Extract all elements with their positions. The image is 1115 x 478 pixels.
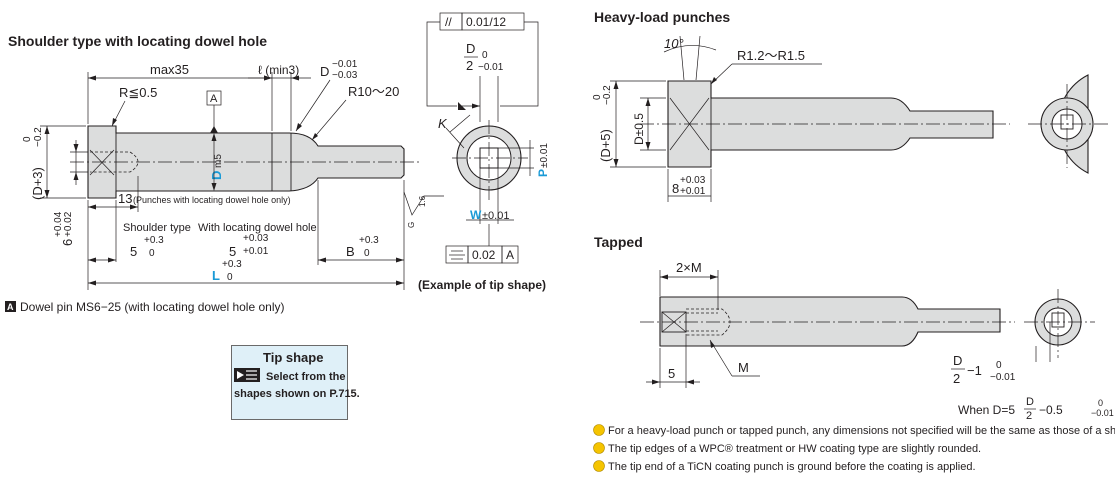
heavy-r: R1.2〜R1.5 [737, 48, 805, 63]
roughness-16: 1.6 [418, 195, 427, 207]
dim-d-main: D [320, 64, 329, 79]
tapped-title: Tapped [594, 234, 643, 250]
tip-p-tol: ±0.01 [539, 143, 550, 168]
heavy-punch-body [667, 80, 994, 168]
dim-m5: m5 [213, 154, 224, 168]
tapped-d2-num: D [953, 353, 962, 368]
notes-list: For a heavy-load punch or tapped punch, … [593, 424, 1115, 473]
tapped-minus1: −1 [967, 363, 982, 378]
heavy-angle: 10° [664, 36, 684, 51]
tapped-minus05-top: 0 [1098, 398, 1103, 408]
dim-d3-tol-top: 0 [22, 136, 33, 142]
dim-b-top: +0.3 [359, 235, 379, 246]
dim-six-bot: +0.02 [63, 211, 74, 237]
heavy-eight: 8 [672, 181, 679, 196]
dim-five-b-bot: +0.01 [243, 246, 269, 257]
dim-five-a: 5 [130, 244, 137, 259]
dim-five-a-top: +0.3 [144, 235, 164, 246]
dim-max35: max35 [150, 62, 189, 77]
heavy-d5-bot: −0.2 [602, 85, 613, 105]
dim-five-b: 5 [229, 244, 236, 259]
heavy-eight-top: +0.03 [680, 175, 706, 186]
tapped-minus05: −0.5 [1039, 403, 1063, 417]
tip-box-line1: Select from the [266, 371, 345, 383]
tip-box-line2: shapes shown on P.715. [234, 388, 360, 400]
dim-six-top: +0.04 [53, 211, 64, 237]
heavy-d5: (D+5) [598, 129, 613, 162]
tapped-minus1-top: 0 [996, 360, 1002, 371]
symmetry-value: 0.02 [472, 248, 496, 262]
note-bulb-icon [593, 424, 605, 436]
tapped-2xm: 2×M [676, 260, 702, 275]
dim-d-m5: D [209, 171, 224, 180]
dim-d-tol-bot: −0.03 [332, 70, 358, 81]
heavy-d05: D±0.5 [632, 113, 646, 145]
dim-five-a-bot: 0 [149, 248, 155, 259]
heavy-d5-top: 0 [592, 94, 603, 100]
dim-d3: (D+3) [30, 167, 45, 200]
tapped-m: M [738, 360, 749, 375]
datum-a: A [210, 93, 218, 105]
dim-l-min3: ℓ (min3) [258, 63, 299, 77]
tapped-when-den: 2 [1026, 410, 1032, 422]
dim-13-note: (Punches with locating dowel hole only) [133, 195, 291, 205]
dowel-note-text: Dowel pin MS6−25 (with locating dowel ho… [20, 300, 284, 314]
tip-example-caption: (Example of tip shape) [418, 278, 546, 292]
tapped-d2-den: 2 [953, 371, 960, 386]
dowel-note-badge-text: A [7, 302, 14, 312]
parallel-value: 0.01/12 [466, 15, 506, 29]
dim-l-bot: 0 [227, 272, 233, 283]
tip-w: W [470, 208, 482, 222]
tip-two-bot: −0.01 [478, 62, 504, 73]
roughness-g: G [407, 222, 416, 228]
tip-k: K [438, 116, 448, 131]
shoulder-title: Shoulder type with locating dowel hole [8, 33, 267, 49]
dim-l-top: +0.3 [222, 259, 242, 270]
dim-r1020: R10〜20 [348, 84, 399, 99]
dim-five-b-top: +0.03 [243, 233, 269, 244]
heavy-title: Heavy-load punches [594, 9, 730, 25]
label-with-dowel: With locating dowel hole [198, 222, 317, 234]
tip-two-top: 0 [482, 50, 488, 61]
tip-d: D [466, 41, 475, 56]
roughness-symbol [403, 191, 444, 216]
dim-l: L [212, 268, 220, 283]
dim-b-bot: 0 [364, 248, 370, 259]
tapped-when-num: D [1026, 396, 1034, 408]
dim-d3-tol-bot: −0.2 [33, 127, 44, 147]
tip-shape-box [231, 345, 348, 420]
tapped-punch-body [659, 296, 1001, 347]
heavy-eight-bot: +0.01 [680, 186, 706, 197]
symmetry-ref: A [506, 248, 514, 262]
note-1: For a heavy-load punch or tapped punch, … [608, 425, 1115, 437]
label-shoulder-type: Shoulder type [123, 222, 191, 234]
dim-13: 13 [118, 191, 132, 206]
dim-six: 6 [60, 239, 75, 246]
note-bulb-icon [593, 460, 605, 472]
symmetry-symbol-box [445, 245, 469, 264]
dowel-note-badge [5, 301, 16, 312]
tip-two: 2 [466, 58, 473, 73]
note-2: The tip edges of a WPC® treatment or HW … [608, 443, 981, 455]
dim-b: B [346, 244, 355, 259]
tapped-minus1-bot: −0.01 [990, 372, 1016, 383]
tip-w-tol: ±0.01 [482, 210, 509, 222]
dim-d-tol-top: −0.01 [332, 59, 358, 70]
note-3: The tip end of a TiCN coating punch is g… [608, 461, 976, 473]
tapped-when: When D=5 [958, 403, 1015, 417]
tapped-five: 5 [668, 366, 675, 381]
tip-p: P [536, 169, 550, 177]
tip-box-title: Tip shape [263, 350, 323, 365]
note-bulb-icon [593, 442, 605, 454]
parallel-value-box [461, 12, 525, 31]
tapped-minus05-bot: −0.01 [1091, 408, 1114, 418]
dim-r05: R≦0.5 [119, 85, 157, 100]
parallel-symbol: // [445, 15, 452, 29]
